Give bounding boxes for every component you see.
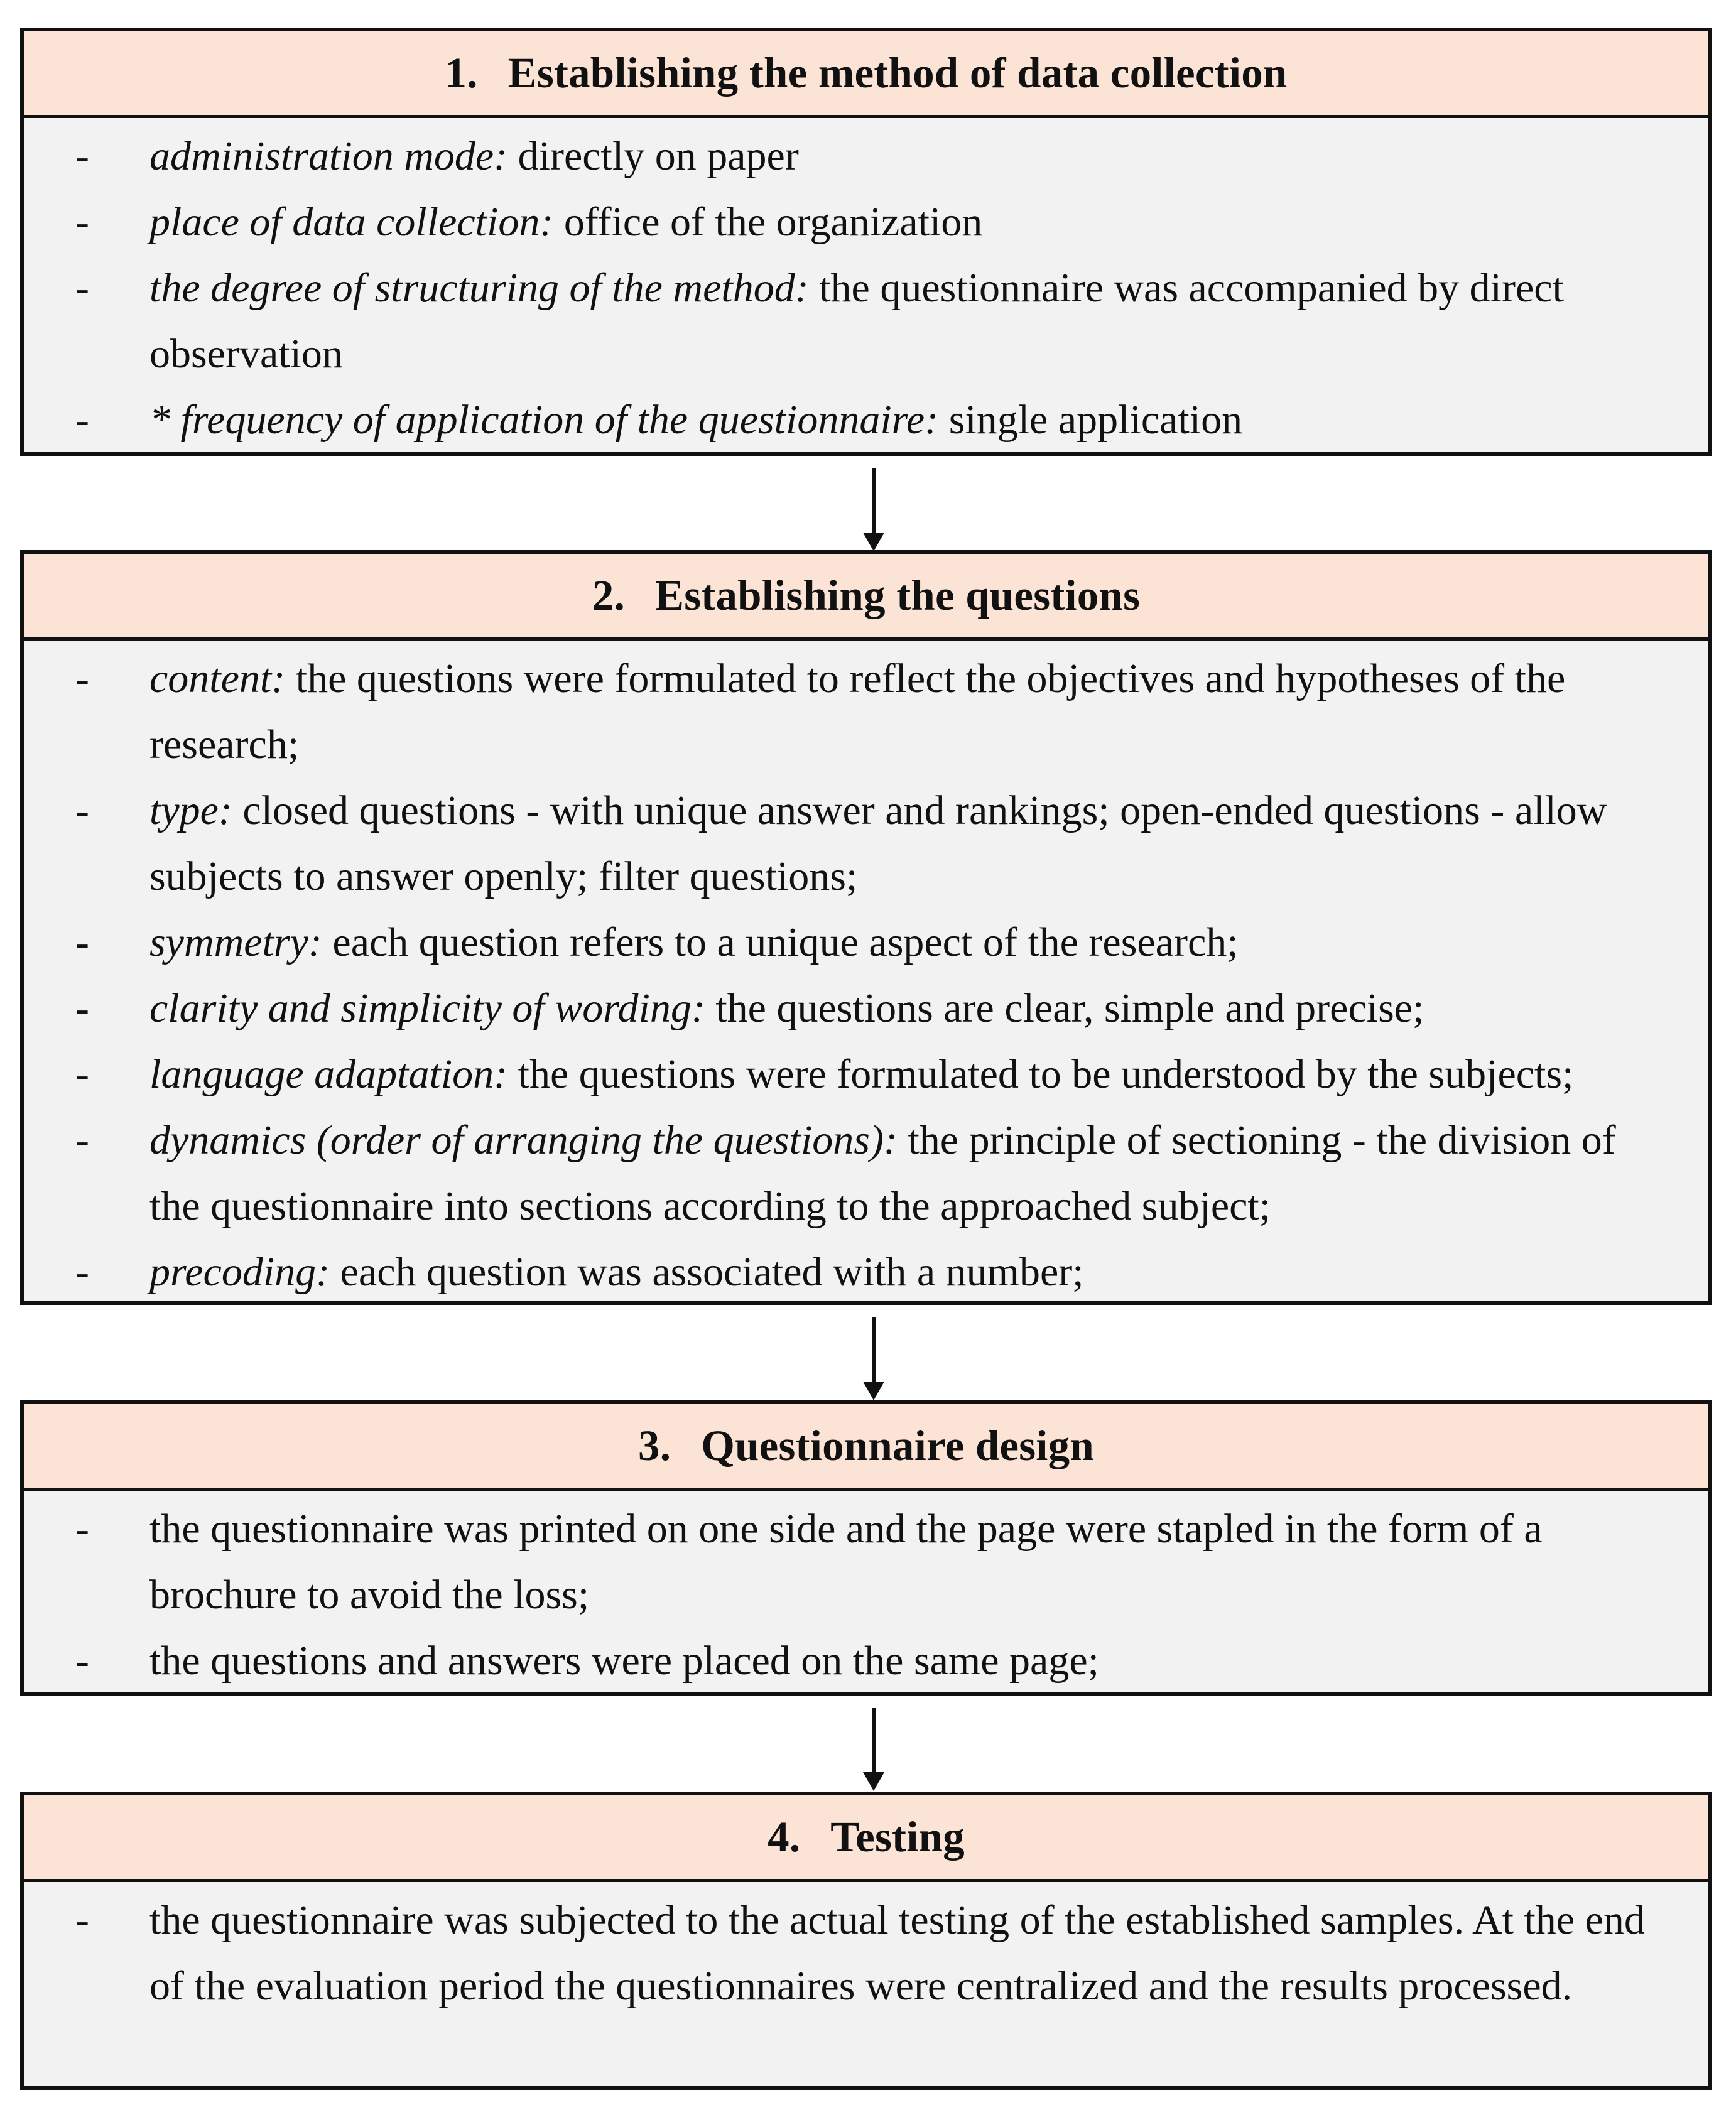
item-text: the questions were formulated to reflect…	[149, 656, 1566, 767]
step-3-header: 3. Questionnaire design	[24, 1404, 1708, 1491]
step-4-box: 4. Testing - the questionnaire was subjec…	[20, 1792, 1712, 2090]
bullet-dash: -	[75, 656, 89, 701]
item-term: type:	[149, 787, 232, 833]
item-text: the questionnaire was accompanied by dir…	[149, 265, 1564, 377]
item-text: the questionnaire was printed on one sid…	[149, 1506, 1543, 1618]
item-term: symmetry:	[149, 919, 322, 965]
item-text: the questions and answers were placed on…	[149, 1638, 1099, 1684]
list-item: - type: closed questions - with unique an…	[75, 777, 1671, 909]
step-1-list: -administration mode: directly on paper …	[24, 118, 1708, 453]
step-1-box: 1. Establishing the method of data colle…	[20, 28, 1712, 456]
arrow-down-icon	[863, 1317, 884, 1402]
list-item: - language adaptation: the questions were…	[75, 1041, 1671, 1107]
bullet-dash: -	[75, 133, 89, 179]
bullet-dash: -	[75, 919, 89, 965]
list-item: - the degree of structuring of the method…	[75, 255, 1671, 387]
step-3-list: - the questionnaire was printed on one si…	[24, 1491, 1708, 1694]
bullet-dash: -	[75, 1638, 89, 1684]
item-text: office of the organization	[553, 199, 983, 245]
list-item: - clarity and simplicity of wording: the …	[75, 975, 1671, 1041]
item-text: the questions were formulated to be unde…	[507, 1051, 1574, 1097]
step-4-list: - the questionnaire was subjected to the …	[24, 1882, 1708, 2019]
bullet-dash: -	[75, 1051, 89, 1097]
step-1-number: 1.	[445, 49, 478, 97]
item-text: closed questions - with unique answer an…	[149, 787, 1607, 899]
step-2-title: Establishing the questions	[655, 571, 1141, 619]
list-item: - dynamics (order of arranging the questi…	[75, 1107, 1671, 1239]
item-term: precoding:	[149, 1249, 330, 1295]
step-4-number: 4.	[768, 1813, 801, 1861]
list-item: - administration mode: directly on paper	[75, 123, 1671, 189]
item-term: administration mode:	[149, 133, 508, 179]
item-text: the questionnaire was subjected to the a…	[149, 1897, 1645, 2009]
bullet-dash: -	[75, 1897, 89, 1943]
step-3-title: Questionnaire design	[701, 1422, 1094, 1469]
item-text: each question was associated with a numb…	[330, 1249, 1084, 1295]
list-item: - place of data collection: office of the…	[75, 189, 1671, 255]
bullet-dash: -	[75, 199, 89, 245]
step-2-header: 2. Establishing the questions	[24, 554, 1708, 641]
step-3-box: 3. Questionnaire design - the questionnai…	[20, 1400, 1712, 1696]
item-text: each question refers to a unique aspect …	[322, 919, 1239, 965]
step-2-box: 2. Establishing the questions - content: …	[20, 550, 1712, 1305]
list-item: - the questionnaire was subjected to the …	[75, 1887, 1671, 2019]
step-1-title: Establishing the method of data collecti…	[507, 49, 1288, 97]
list-item: - the questions and answers were placed o…	[75, 1628, 1671, 1694]
list-item: - symmetry: each question refers to a uni…	[75, 909, 1671, 975]
item-term: place of data collection:	[149, 199, 554, 245]
step-2-list: - content: the questions were formulated …	[24, 641, 1708, 1305]
item-term: language adaptation:	[149, 1051, 508, 1097]
item-term: content:	[149, 656, 286, 701]
list-item: - content: the questions were formulated …	[75, 646, 1671, 777]
step-1-header: 1. Establishing the method of data colle…	[24, 31, 1708, 118]
item-term: the degree of structuring of the method:	[149, 265, 809, 311]
list-item: - * frequency of application of the quest…	[75, 387, 1671, 453]
item-term: * frequency of application of the questi…	[149, 397, 939, 443]
item-text: single application	[938, 397, 1243, 443]
bullet-dash: -	[75, 1117, 89, 1163]
bullet-dash: -	[75, 985, 89, 1031]
step-4-title: Testing	[830, 1813, 965, 1861]
list-item: - the questionnaire was printed on one si…	[75, 1496, 1671, 1628]
step-4-header: 4. Testing	[24, 1795, 1708, 1882]
item-text: directly on paper	[507, 133, 799, 179]
step-3-number: 3.	[638, 1422, 671, 1469]
item-term: dynamics (order of arranging the questio…	[149, 1117, 898, 1163]
item-text: the principle of sectioning - the divisi…	[149, 1117, 1616, 1229]
item-term: clarity and simplicity of wording:	[149, 985, 705, 1031]
bullet-dash: -	[75, 265, 89, 311]
bullet-dash: -	[75, 1506, 89, 1552]
arrow-down-icon	[863, 1708, 884, 1792]
item-text: the questions are clear, simple and prec…	[705, 985, 1424, 1031]
bullet-dash: -	[75, 397, 89, 443]
bullet-dash: -	[75, 1249, 89, 1295]
arrow-down-icon	[863, 468, 884, 553]
step-2-number: 2.	[592, 571, 626, 619]
bullet-dash: -	[75, 787, 89, 833]
list-item: - precoding: each question was associated…	[75, 1239, 1671, 1305]
